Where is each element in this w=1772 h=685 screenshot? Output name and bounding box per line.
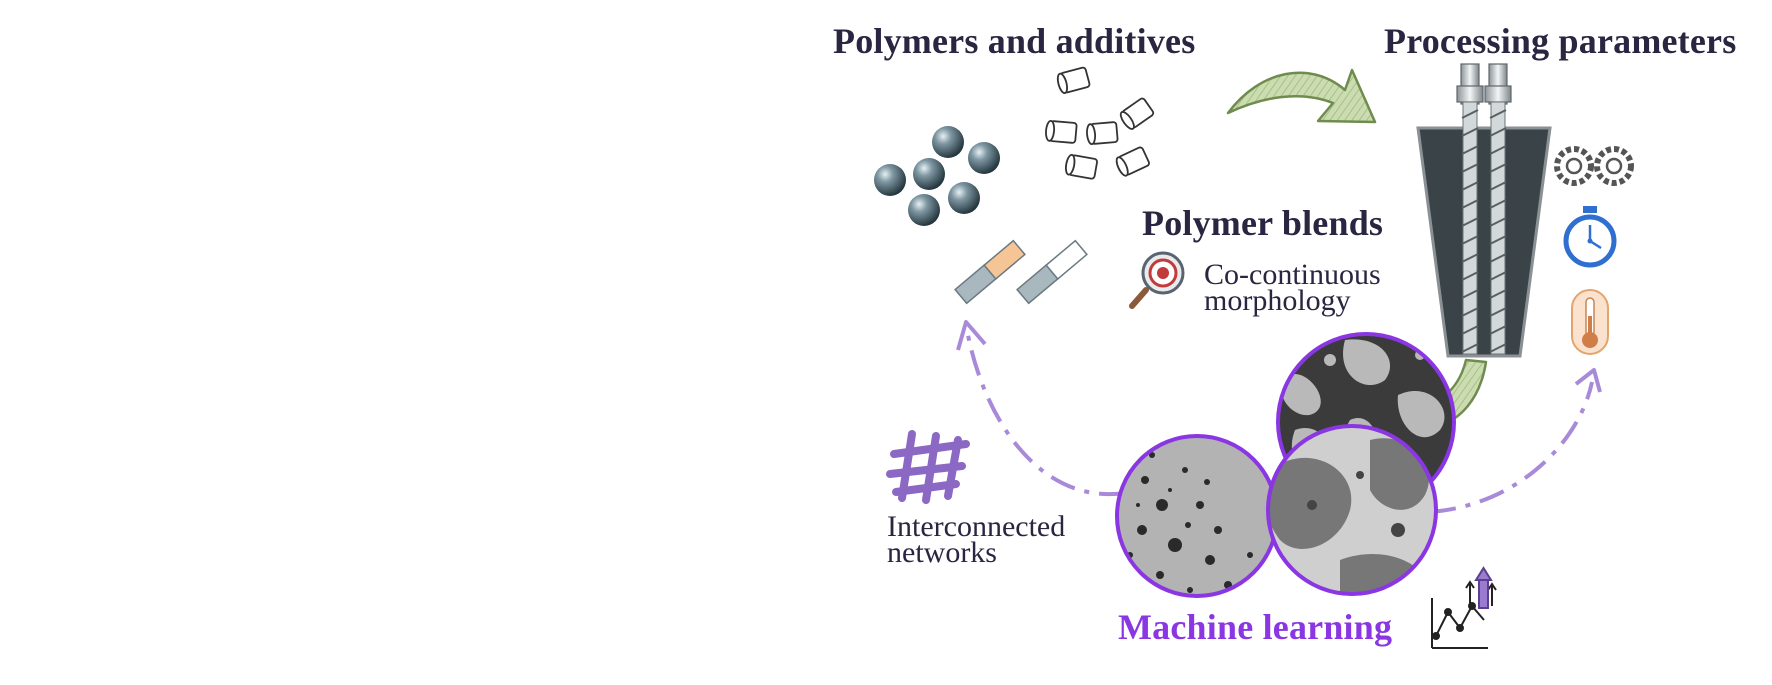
gears-icon bbox=[1554, 146, 1634, 186]
network-lattice-icon bbox=[886, 430, 970, 504]
label-interconnected-line2: networks bbox=[887, 536, 997, 569]
screw-right bbox=[1484, 63, 1512, 355]
screw-left bbox=[1456, 63, 1484, 355]
label-co-continuous-line1: Co-continuous bbox=[1204, 258, 1381, 291]
label-processing-parameters: Processing parameters bbox=[1384, 21, 1737, 61]
label-interconnected-line1: Interconnected bbox=[887, 510, 1066, 543]
trend-chart-icon bbox=[1431, 566, 1497, 649]
spheres-icon bbox=[874, 126, 1000, 226]
label-polymer-blends: Polymer blends bbox=[1142, 203, 1384, 243]
label-polymers-and-additives: Polymers and additives bbox=[833, 21, 1196, 61]
feedback-arrow-right bbox=[1429, 368, 1602, 514]
stopwatch-icon bbox=[1563, 206, 1617, 268]
thermometer-icon bbox=[1571, 289, 1609, 355]
green-arrow-top bbox=[1226, 68, 1377, 124]
feedback-arrow-left bbox=[956, 320, 1126, 497]
label-interconnected-networks: Interconnected networks bbox=[887, 510, 1066, 569]
sample-strips-icon bbox=[954, 239, 1088, 305]
magnifier-target-icon bbox=[1129, 251, 1185, 309]
twin-screw-extruder-icon bbox=[1416, 63, 1552, 358]
label-co-continuous-morphology: Co-continuous morphology bbox=[1204, 258, 1381, 317]
cylinder-pellets-icon bbox=[1045, 66, 1155, 180]
micrograph-circle-coarsened bbox=[1266, 424, 1438, 596]
micrograph-circle-droplets bbox=[1115, 434, 1279, 598]
label-co-continuous-line2: morphology bbox=[1204, 284, 1351, 317]
label-machine-learning: Machine learning bbox=[1118, 607, 1393, 647]
